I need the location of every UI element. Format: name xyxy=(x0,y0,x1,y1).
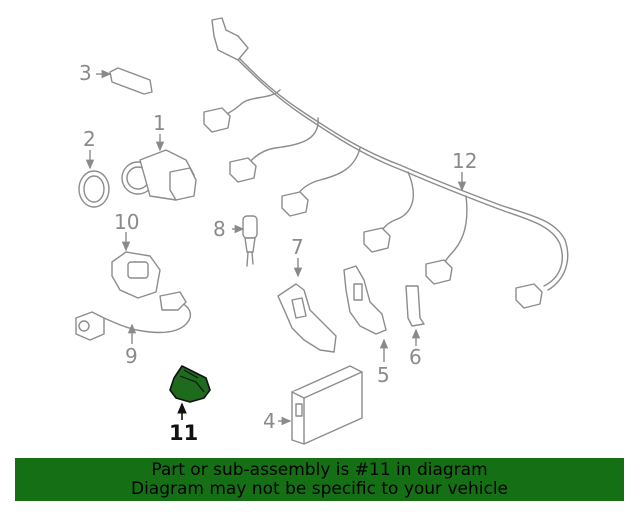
ring-part-2 xyxy=(78,170,110,208)
banner-line-2: Diagram may not be specific to your vehi… xyxy=(130,478,508,499)
callout-4: 4 xyxy=(263,409,276,433)
bracket-part-6 xyxy=(405,285,425,327)
highlighted-part-11 xyxy=(169,365,211,403)
bracket-part-10 xyxy=(111,251,161,299)
info-banner: Part or sub-assembly is #11 in diagram D… xyxy=(15,458,624,501)
callout-5: 5 xyxy=(377,363,390,387)
callout-11: 11 xyxy=(169,421,198,445)
callout-1: 1 xyxy=(153,111,166,135)
callout-8: 8 xyxy=(213,217,226,241)
callout-labels: 1 2 3 4 5 6 7 8 9 10 11 12 xyxy=(79,61,477,445)
control-module-part-4 xyxy=(291,365,363,445)
callout-7: 7 xyxy=(291,235,304,259)
bracket-part-5 xyxy=(343,265,387,335)
sensor-cable-part-9 xyxy=(75,291,192,341)
park-sensor-part-1 xyxy=(121,149,197,201)
callout-6: 6 xyxy=(409,345,422,369)
temp-sensor-part-8 xyxy=(242,215,258,267)
leader-lines xyxy=(85,69,467,426)
parts-diagram: 1 2 3 4 5 6 7 8 9 10 11 12 xyxy=(75,17,569,445)
wiring-harness-part-12 xyxy=(203,17,569,309)
part-11-shape xyxy=(169,365,211,403)
callout-2: 2 xyxy=(83,127,96,151)
callout-10: 10 xyxy=(114,210,139,234)
bracket-part-7 xyxy=(277,283,337,353)
callout-12: 12 xyxy=(452,149,477,173)
banner-line-1: Part or sub-assembly is #11 in diagram xyxy=(151,459,488,480)
callout-9: 9 xyxy=(125,344,138,368)
clip-part-3 xyxy=(109,67,153,95)
callout-3: 3 xyxy=(79,61,92,85)
